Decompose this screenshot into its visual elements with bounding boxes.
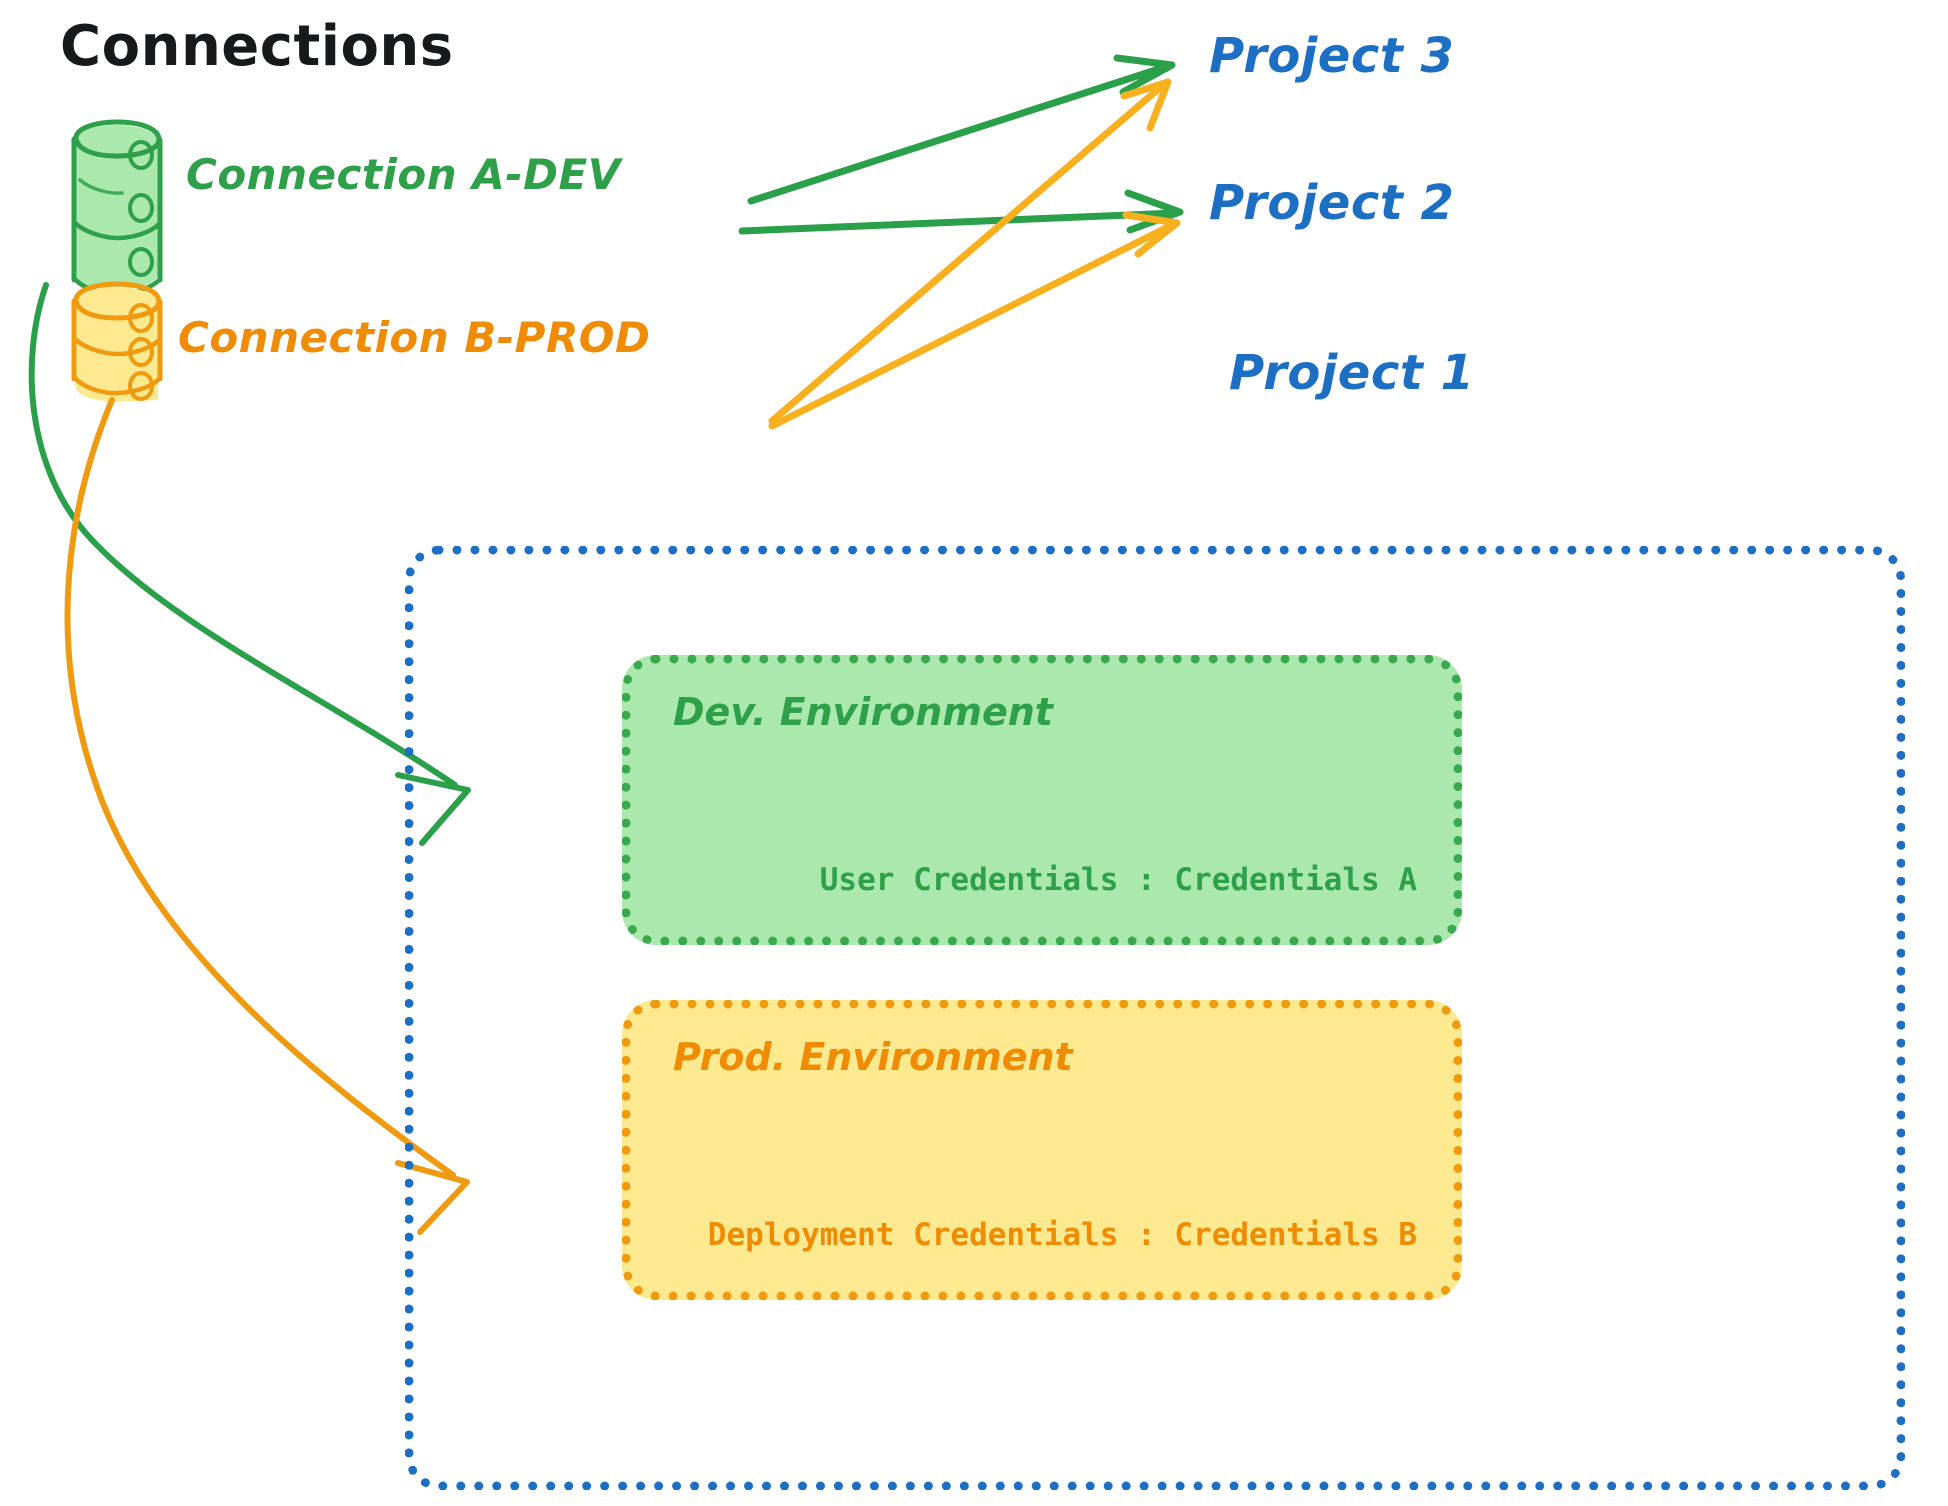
prod-environment-box[interactable]: Prod. Environment Deployment Credentials…: [622, 1000, 1462, 1300]
prod-environment-title: Prod. Environment: [673, 1035, 1073, 1079]
connection-a-dev-label[interactable]: Connection A-DEV: [186, 150, 621, 199]
arrow-conn-b-to-project-2: [768, 211, 1181, 430]
arrow-conn-a-to-dev-environment: [28, 282, 471, 846]
database-icon-connection-b-prod[interactable]: [71, 281, 163, 402]
project-2-label[interactable]: Project 2: [1209, 175, 1455, 231]
database-icon-connection-a-dev[interactable]: [71, 119, 163, 297]
arrow-conn-b-to-project-3: [768, 78, 1172, 425]
connection-b-prod-label[interactable]: Connection B-PROD: [178, 313, 651, 362]
project-3-label[interactable]: Project 3: [1209, 28, 1455, 84]
page-title: Connections: [60, 14, 454, 79]
dev-environment-title: Dev. Environment: [673, 690, 1053, 734]
arrow-conn-a-to-project-2: [738, 189, 1184, 235]
project-1-label[interactable]: Project 1: [1229, 345, 1475, 401]
dev-environment-box[interactable]: Dev. Environment User Credentials : Cred…: [622, 655, 1462, 945]
prod-environment-credentials: Deployment Credentials : Credentials B: [707, 1217, 1417, 1253]
dev-environment-credentials: User Credentials : Credentials A: [819, 862, 1417, 898]
project-1-container: [405, 546, 1905, 1490]
arrow-conn-a-to-project-3: [747, 54, 1176, 205]
